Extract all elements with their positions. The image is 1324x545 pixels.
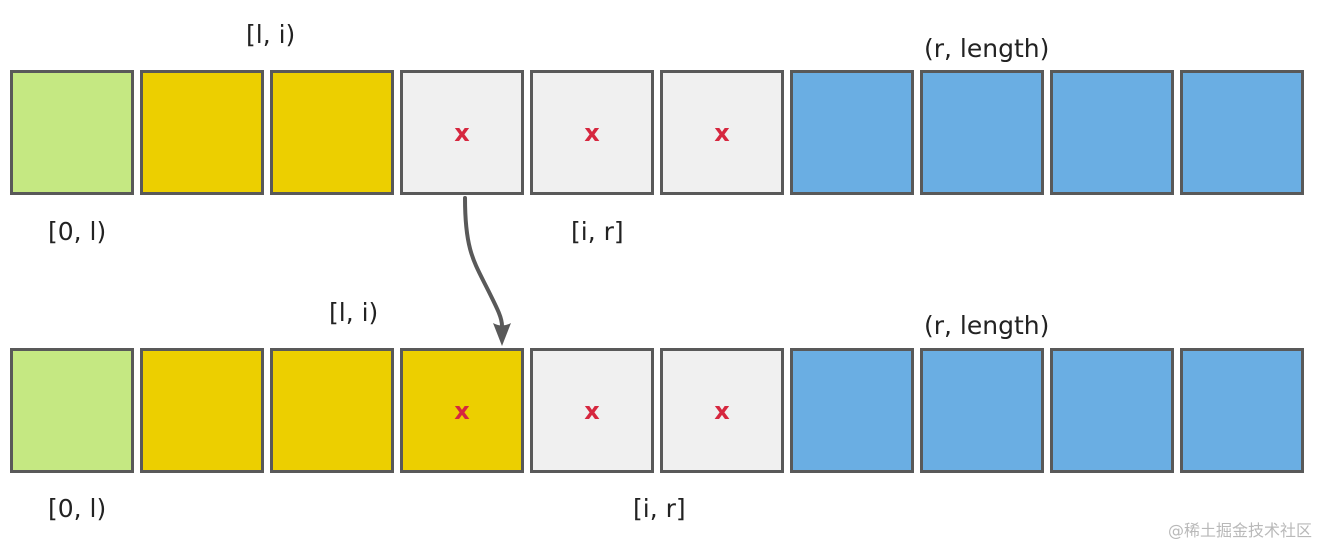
- cross-mark: x: [584, 118, 600, 147]
- array-cell: [1050, 70, 1174, 195]
- array-cell: [270, 348, 394, 473]
- array-cell: [10, 70, 134, 195]
- arrow-curve: [463, 196, 504, 328]
- array-cell: [920, 348, 1044, 473]
- label-0-l-bottom: [0, l): [48, 494, 107, 523]
- array-cell: [1180, 70, 1304, 195]
- array-cell: x: [530, 348, 654, 473]
- array-cell: [10, 348, 134, 473]
- arrow-head: [493, 323, 511, 346]
- array-cell: x: [400, 348, 524, 473]
- array-cell: x: [660, 70, 784, 195]
- watermark: @稀土掘金技术社区: [1167, 521, 1312, 540]
- array-cell: [140, 348, 264, 473]
- label-0-l-top: [0, l): [48, 217, 107, 246]
- cross-mark: x: [714, 118, 730, 147]
- array-cell: [270, 70, 394, 195]
- label-i-r-top: [i, r]: [571, 217, 624, 246]
- array-cell: x: [660, 348, 784, 473]
- label-l-i-top: [l, i): [246, 20, 296, 49]
- cross-mark: x: [454, 118, 470, 147]
- label-i-r-bottom: [i, r]: [633, 494, 686, 523]
- cross-mark: x: [454, 396, 470, 425]
- array-cell: [790, 70, 914, 195]
- array-cell: [920, 70, 1044, 195]
- array-cell: [140, 70, 264, 195]
- cross-mark: x: [584, 396, 600, 425]
- array-cell: x: [530, 70, 654, 195]
- array-cell: [790, 348, 914, 473]
- label-r-length-top: (r, length): [924, 34, 1050, 63]
- label-r-length-bottom: (r, length): [924, 311, 1050, 340]
- array-cell: [1050, 348, 1174, 473]
- cross-mark: x: [714, 396, 730, 425]
- array-cell: [1180, 348, 1304, 473]
- label-l-i-bottom: [l, i): [329, 298, 379, 327]
- array-cell: x: [400, 70, 524, 195]
